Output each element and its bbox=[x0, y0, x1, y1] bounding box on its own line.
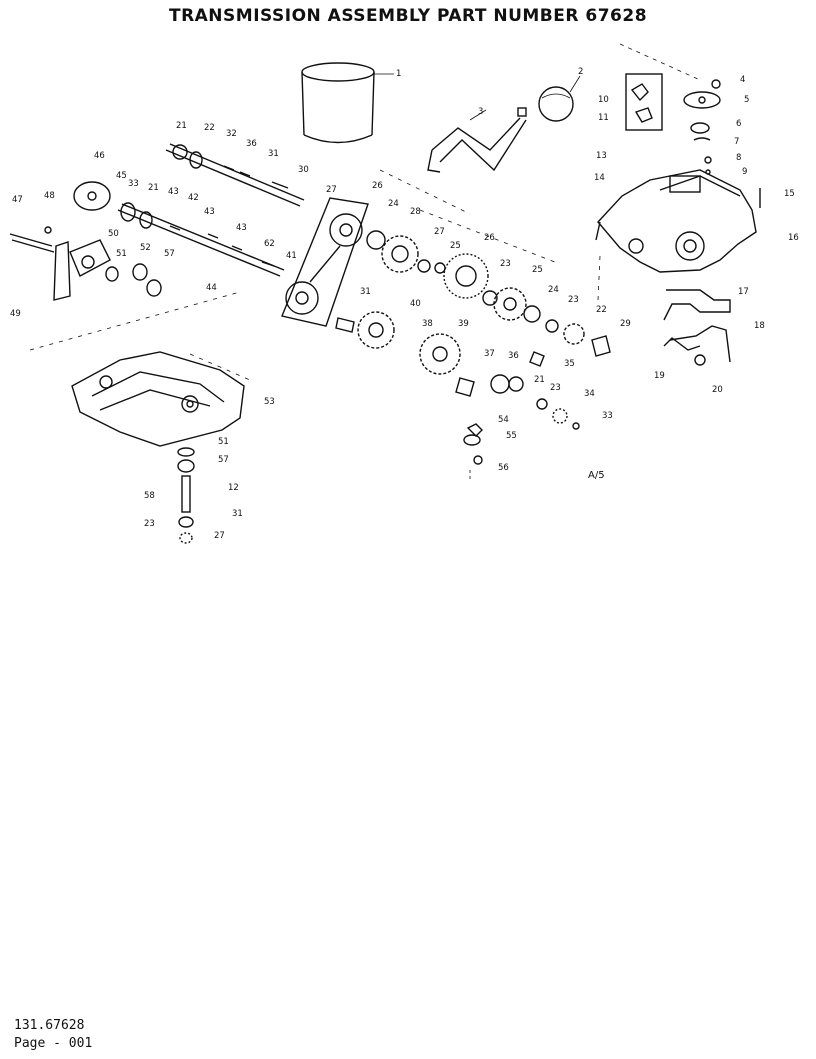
callout-29: 29 bbox=[620, 319, 631, 329]
callout-36: 36 bbox=[246, 139, 257, 149]
callout-33b: 33 bbox=[602, 411, 613, 421]
reference-mark: A/5 bbox=[588, 470, 605, 481]
callout-10: 10 bbox=[598, 95, 609, 105]
part-lower-shaft bbox=[117, 202, 285, 277]
callout-16: 16 bbox=[788, 233, 799, 243]
callout-54: 54 bbox=[498, 415, 509, 425]
callout-15: 15 bbox=[784, 189, 795, 199]
callout-23b: 23 bbox=[568, 295, 579, 305]
callout-27b: 27 bbox=[434, 227, 445, 237]
callout-26b: 26 bbox=[484, 233, 495, 243]
callout-27: 27 bbox=[326, 185, 337, 195]
callout-32: 32 bbox=[226, 129, 237, 139]
callout-47: 47 bbox=[12, 195, 23, 205]
callout-12: 12 bbox=[228, 483, 239, 493]
callout-53: 53 bbox=[264, 397, 275, 407]
page-title: TRANSMISSION ASSEMBLY PART NUMBER 67628 bbox=[168, 6, 648, 26]
callout-51: 51 bbox=[116, 249, 127, 259]
callout-1: 1 bbox=[396, 69, 401, 79]
callout-55: 55 bbox=[506, 431, 517, 441]
part-upper-housing bbox=[595, 169, 761, 273]
callout-26: 26 bbox=[372, 181, 383, 191]
part-shift-lever bbox=[427, 107, 527, 173]
callout-9: 9 bbox=[742, 167, 747, 177]
callout-44: 44 bbox=[206, 283, 217, 293]
callout-23: 23 bbox=[500, 259, 511, 269]
callout-23c: 23 bbox=[550, 383, 561, 393]
page-number: Page - 001 bbox=[14, 1036, 93, 1051]
callout-31b: 31 bbox=[360, 287, 371, 297]
callout-24b: 24 bbox=[548, 285, 559, 295]
callout-62: 62 bbox=[264, 239, 275, 249]
callout-27c: 27 bbox=[214, 531, 225, 541]
callout-20: 20 bbox=[712, 385, 723, 395]
part-vertical-shaft bbox=[177, 447, 195, 544]
callout-48: 48 bbox=[44, 191, 55, 201]
callout-37: 37 bbox=[484, 349, 495, 359]
callout-31c: 31 bbox=[232, 509, 243, 519]
callout-46: 46 bbox=[94, 151, 105, 161]
callout-56: 56 bbox=[498, 463, 509, 473]
callout-24: 24 bbox=[388, 199, 399, 209]
callout-43b: 43 bbox=[204, 207, 215, 217]
callout-17: 17 bbox=[738, 287, 749, 297]
part-gear-train bbox=[335, 169, 611, 430]
callout-35: 35 bbox=[564, 359, 575, 369]
callout-51b: 51 bbox=[218, 437, 229, 447]
callout-38: 38 bbox=[422, 319, 433, 329]
callout-25b: 25 bbox=[532, 265, 543, 275]
part-upper-hardware bbox=[619, 43, 721, 175]
part-pulley-bracket bbox=[9, 181, 241, 351]
callout-52: 52 bbox=[140, 243, 151, 253]
part-cup bbox=[301, 62, 394, 144]
callout-43: 43 bbox=[168, 187, 179, 197]
callout-43c: 43 bbox=[236, 223, 247, 233]
callout-14: 14 bbox=[594, 173, 605, 183]
callout-49: 49 bbox=[10, 309, 21, 319]
callout-57b: 57 bbox=[218, 455, 229, 465]
callout-31: 31 bbox=[268, 149, 279, 159]
callout-21c: 21 bbox=[534, 375, 545, 385]
part-knob bbox=[538, 75, 581, 122]
callout-57: 57 bbox=[164, 249, 175, 259]
callout-labels: 1 2 3 4 5 6 7 8 9 10 11 13 14 15 16 17 1… bbox=[10, 67, 799, 541]
model-number: 131.67628 bbox=[14, 1018, 85, 1033]
callout-25: 25 bbox=[450, 241, 461, 251]
part-brackets bbox=[663, 289, 731, 366]
callout-3: 3 bbox=[478, 107, 483, 117]
callout-22: 22 bbox=[204, 123, 215, 133]
callout-42: 42 bbox=[188, 193, 199, 203]
callout-40: 40 bbox=[410, 299, 421, 309]
callout-4: 4 bbox=[740, 75, 745, 85]
callout-8: 8 bbox=[736, 153, 741, 163]
callout-21b: 21 bbox=[148, 183, 159, 193]
callout-5: 5 bbox=[744, 95, 749, 105]
callout-45: 45 bbox=[116, 171, 127, 181]
part-gear-plate bbox=[281, 197, 369, 327]
callout-34: 34 bbox=[584, 389, 595, 399]
callout-36b: 36 bbox=[508, 351, 519, 361]
callout-22b: 22 bbox=[596, 305, 607, 315]
callout-13: 13 bbox=[596, 151, 607, 161]
callout-7: 7 bbox=[734, 137, 739, 147]
callout-19: 19 bbox=[654, 371, 665, 381]
part-upper-shaft bbox=[165, 143, 305, 207]
part-lower-housing bbox=[71, 351, 251, 447]
part-small-bolts bbox=[463, 423, 483, 482]
callout-33: 33 bbox=[128, 179, 139, 189]
callout-50: 50 bbox=[108, 229, 119, 239]
callout-23d: 23 bbox=[144, 519, 155, 529]
callout-58: 58 bbox=[144, 491, 155, 501]
callout-30: 30 bbox=[298, 165, 309, 175]
callout-11: 11 bbox=[598, 113, 609, 123]
callout-18: 18 bbox=[754, 321, 765, 331]
callout-6: 6 bbox=[736, 119, 741, 129]
callout-39: 39 bbox=[458, 319, 469, 329]
callout-2: 2 bbox=[578, 67, 583, 77]
callout-21: 21 bbox=[176, 121, 187, 131]
callout-41: 41 bbox=[286, 251, 297, 261]
callout-28: 28 bbox=[410, 207, 421, 217]
